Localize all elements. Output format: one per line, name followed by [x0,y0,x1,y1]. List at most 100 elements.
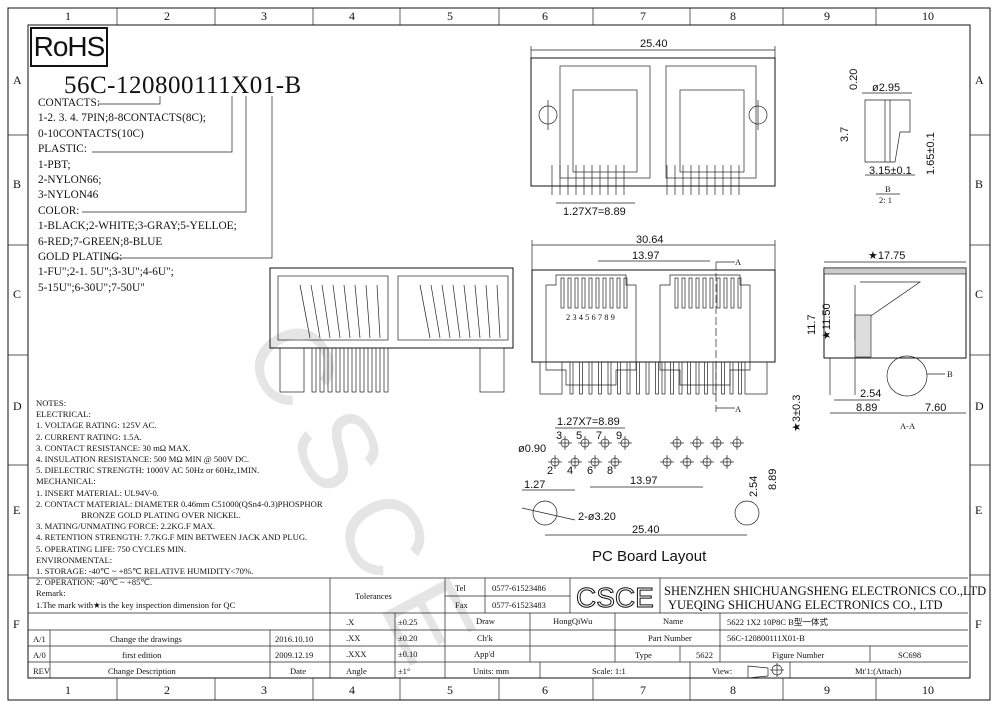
view-label: View: [712,666,732,676]
part-number-label: Part Number [648,633,692,643]
notes-line: 5. DIELECTRIC STRENGTH: 1000V AC 50Hz or… [36,465,260,476]
notes-line: ELECTRICAL: [36,409,91,420]
front-width-dim: 30.64 [636,234,664,246]
section-aa-view: ★17.75 B 11.7 ★11.50 ★3±0.3 2.54 8.89 7.… [791,250,967,432]
grid-row-label: C [13,287,21,301]
name-label: Name [663,616,684,626]
tolerances-label: Tolerances [355,591,392,601]
front-view: 30.64 13.97 2 3 4 5 6 7 8 9 A A [531,234,776,414]
legend-line: 1-FU";2-1. 5U";3-3U";4-6U"; [38,266,174,279]
check-label: Ch'k [477,633,493,643]
draw-label: Draw [476,616,496,626]
part-code-legend: CONTACTS:1-2. 3. 4. 7PIN;8-8CONTACTS(8C)… [38,96,237,296]
notes-line: 3. MATING/UNMATING FORCE: 2.2KG.F MAX. [36,521,216,532]
pcb-pitch-dim: 1.27X7=8.89 [557,416,620,428]
tel-label: Tel [455,583,466,593]
notes-line: 3. CONTACT RESISTANCE: 30 mΩ MAX. [36,442,191,453]
grid-column-label: 2 [164,683,170,697]
section-mark-bottom: A [735,404,742,414]
grid-column-label: 6 [542,683,548,697]
title-block-text: Tolerances Tel 0577-61523486 Fax 0577-61… [33,582,986,679]
notes-line: 4. INSULATION RESISTANCE: 500 MΩ MIN @ 5… [36,454,250,465]
revision-header-rev: REV [33,666,51,676]
pcb-pin-number: 3 [556,430,562,442]
figure-number-label: Figure Number [772,650,824,660]
grid-column-label: 10 [922,683,934,697]
pcb-pin-number: 4 [567,465,573,477]
section-mark-top: A [735,257,742,267]
grid-row-label: F [975,617,982,631]
pcb-pin-number: 5 [576,430,582,442]
grid-column-label: 6 [542,9,548,23]
legend-line: 1-PBT; [38,158,71,171]
legend-line: 5-15U";6-30U";7-50U" [38,281,145,294]
scale: Scale: 1:1 [592,666,626,676]
type-label: Type [635,650,652,660]
grid-row-label: E [975,503,982,517]
type-value: 5622 [696,650,713,660]
fax-label: Fax [455,600,469,610]
pcb-pin-number: 9 [616,430,622,442]
revision-row-date: 2016.10.10 [275,634,313,644]
grid-row-label: B [13,177,21,191]
grid-column-label: 2 [164,9,170,23]
section-dim-889: 8.89 [856,402,877,414]
grid-column-label: 5 [447,683,453,697]
grid-column-label: 9 [824,683,830,697]
tol-xxx-value: ±0.10 [398,649,418,659]
notes-line: NOTES: [36,398,67,408]
notes-line: 4. RETENTION STRENGTH: 7.7KG.F MIN BETWE… [36,532,308,543]
revision-row-desc: Change the drawings [110,634,182,644]
legend-line: 6-RED;7-GREEN;8-BLUE [38,235,163,248]
pcb-depth-dim: 8.89 [767,469,779,490]
detail-dia-dim: ø2.95 [872,82,900,94]
grid-row-label: C [975,287,983,301]
pcb-offset-dim: 1.27 [524,479,545,491]
draw-value: HongQiWu [553,616,593,626]
projection-symbol-icon [747,663,784,679]
detail-gap-dim: 0.20 [848,69,860,90]
legend-line: 3-NYLON46 [38,189,99,202]
pcb-spacing-dim: 13.97 [630,475,658,487]
legend-line: CONTACTS: [38,97,100,109]
grid-lines [8,8,990,700]
detail-tolerance-dim: 1.65±0.1 [925,132,937,175]
detail-height-dim: 3.7 [839,127,851,142]
notes-line: 1. INSERT MATERIAL: UL94V-0. [36,487,159,498]
material: Mt'1:(Attach) [855,666,902,676]
detail-width-dim: 3.15±0.1 [869,165,912,177]
legend-line: COLOR: [38,204,80,217]
detail-b-view: ø2.95 0.20 3.7 3.15±0.1 1.65±0.1 B 2: 1 [839,69,937,205]
top-view: 25.40 1.27X7=8.89 [530,38,776,218]
grid-row-label: A [975,73,984,87]
legend-line: 1-BLACK;2-WHITE;3-GRAY;5-YELLOE; [38,220,237,233]
front-spacing-dim: 13.97 [632,250,660,262]
notes-line: ENVIRONMENTAL: [36,554,113,565]
front-pin-numbers: 2 3 4 5 6 7 8 9 [566,312,615,322]
units: Units: mm [473,666,510,676]
pcb-width-dim: 25.40 [632,524,660,536]
pcb-pin-number: 8 [607,465,613,477]
section-depth-dim: ★17.75 [868,250,905,262]
grid-column-label: 1 [65,683,71,697]
revision-row-date: 2009.12.19 [275,650,313,660]
grid-column-label: 10 [922,9,934,23]
side-view [269,267,514,393]
section-label: A-A [900,421,916,431]
notes-line: MECHANICAL: [36,476,96,487]
pcb-pin-number: 7 [596,430,602,442]
company-name-2: YUEQING SHICHUANG ELECTRONICS CO., LTD [668,598,943,612]
fax-value: 0577-61523483 [492,600,546,610]
pcb-mount-dim: 2-ø3.20 [578,511,616,523]
part-code-leaders [82,96,273,259]
grid-row-label: E [13,503,20,517]
pcb-row-dim: 2.54 [748,476,760,497]
legend-line: 0-10CONTACTS(10C) [38,127,144,140]
approve-label: App'd [474,649,495,659]
grid-column-label: 8 [730,683,736,697]
section-dim-254: 2.54 [860,388,881,400]
notes-line: 1.The mark with★is the key inspection di… [36,599,236,610]
top-pitch-dim: 1.27X7=8.89 [563,206,626,218]
